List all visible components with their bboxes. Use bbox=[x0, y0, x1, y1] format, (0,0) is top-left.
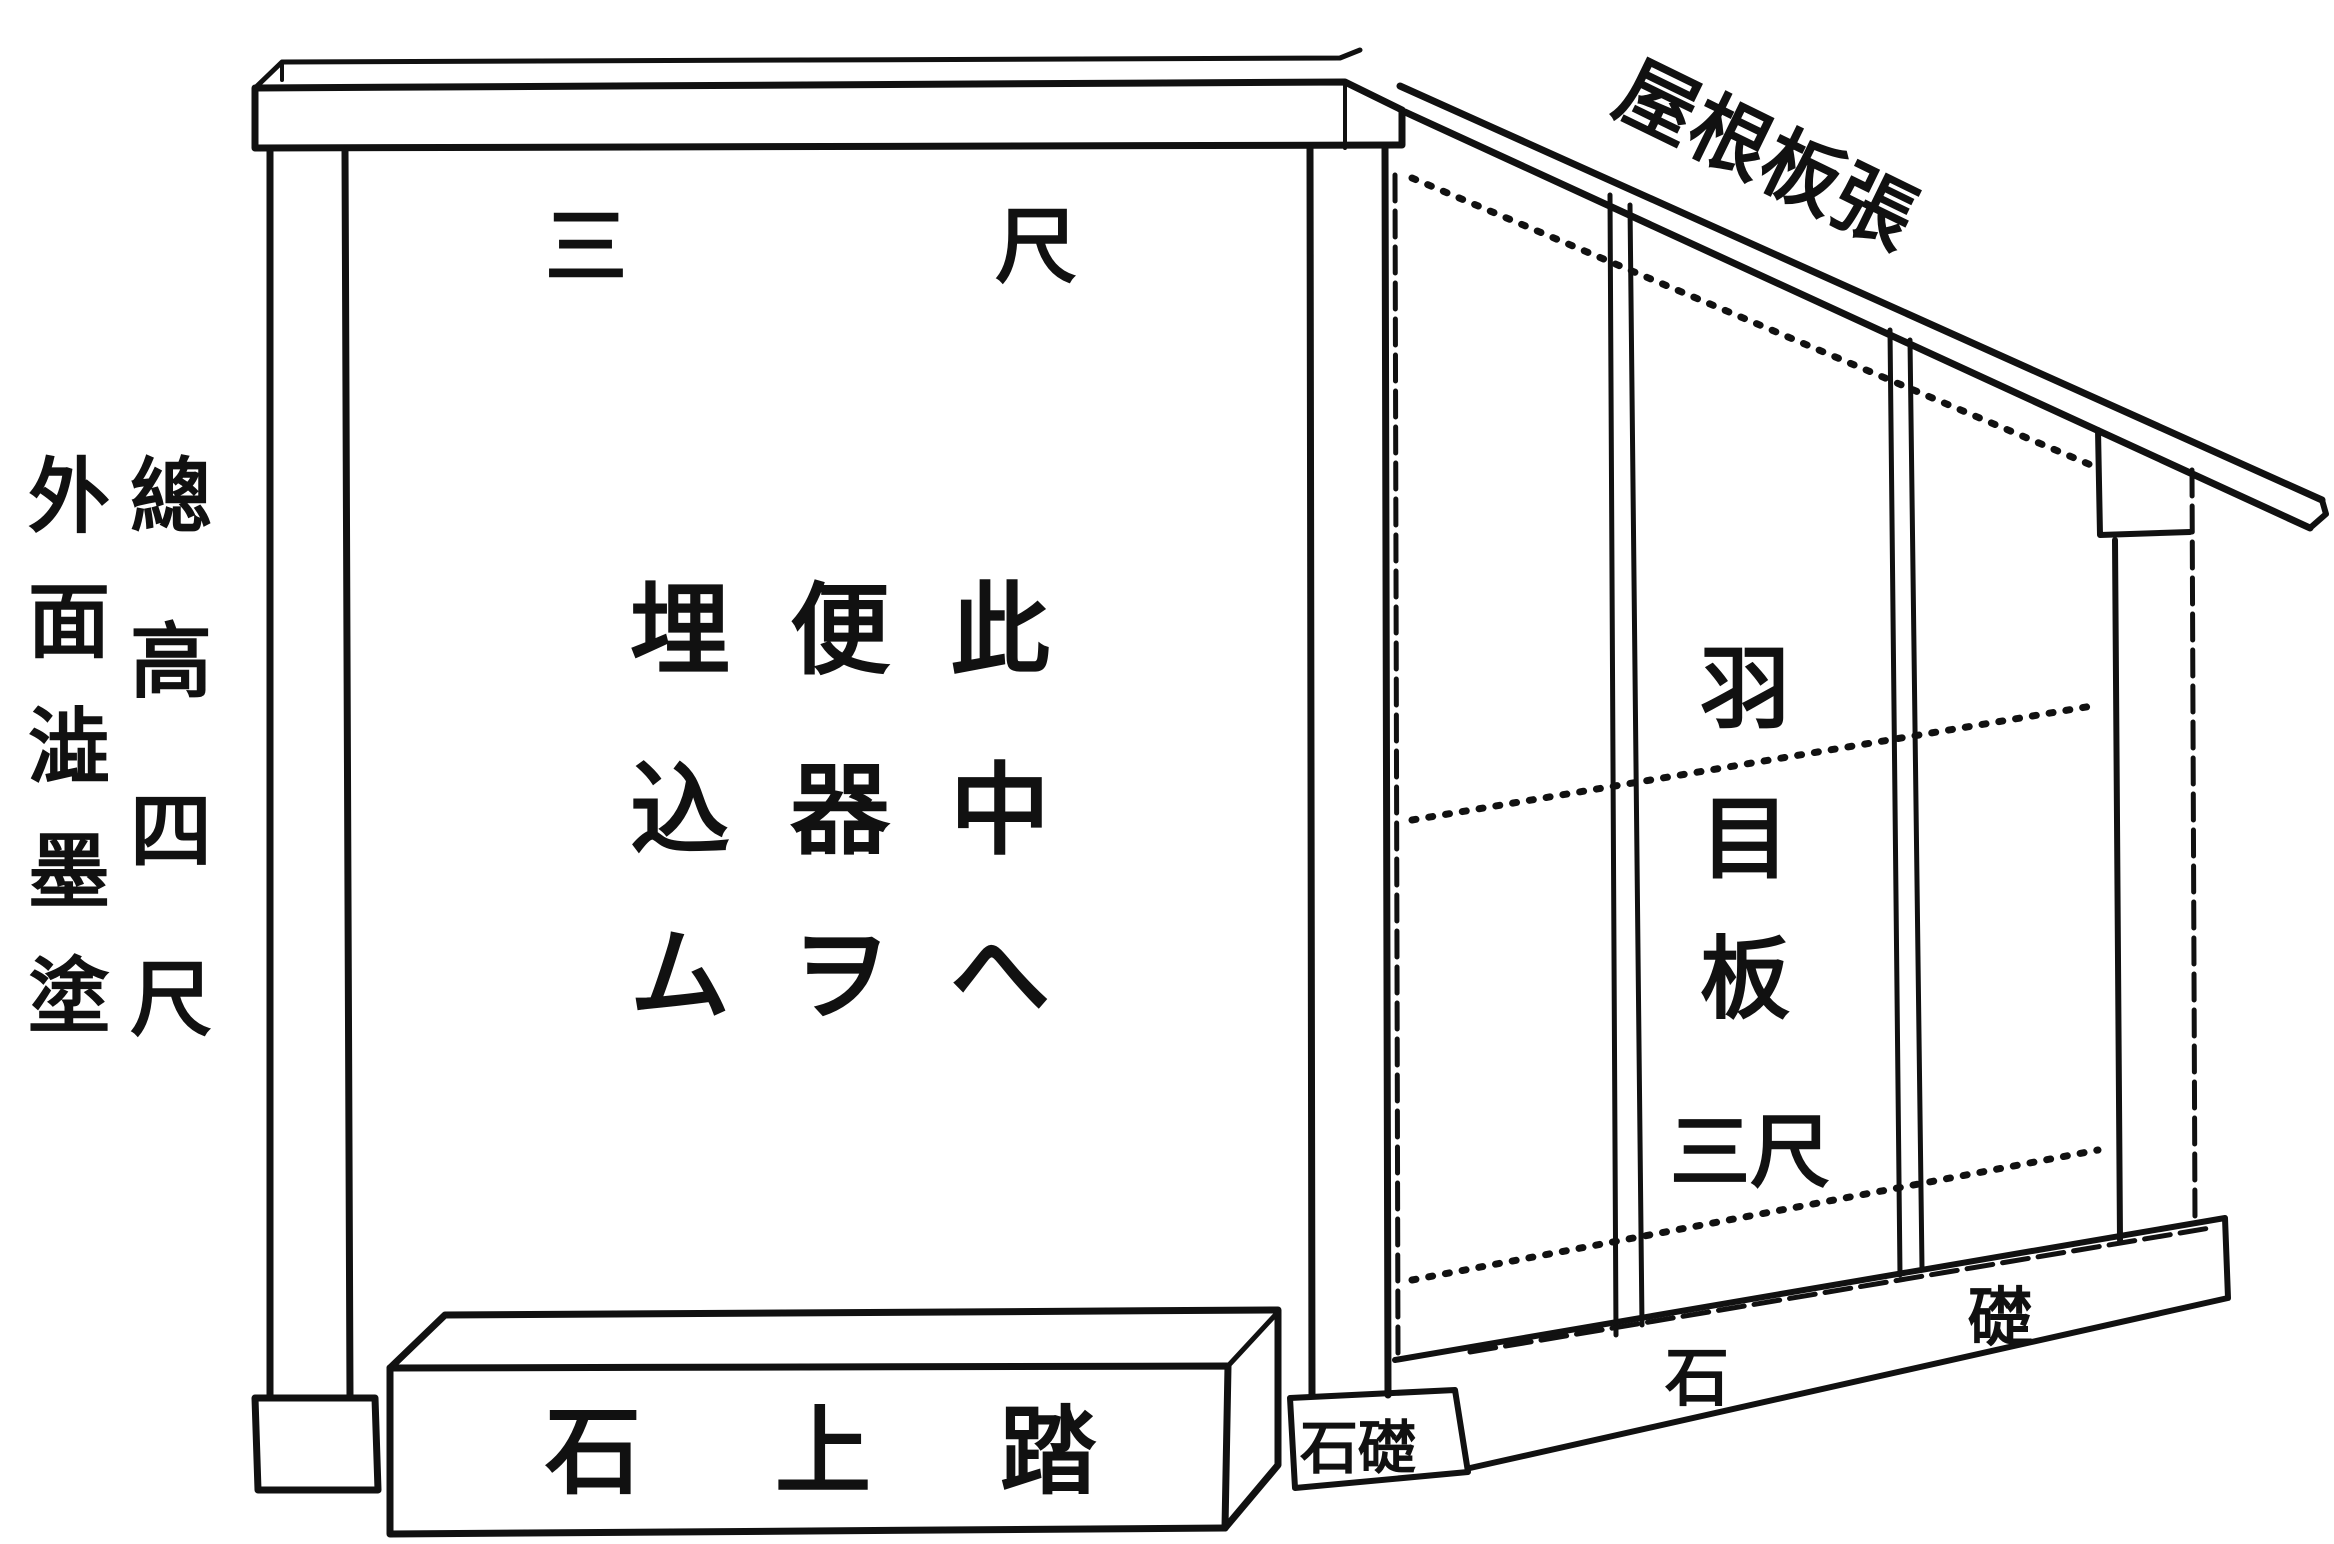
corner-stone-label: 石礎 bbox=[1300, 1414, 1416, 1482]
step-stone-3: 踏 bbox=[1000, 1395, 1097, 1508]
base-stone-1: 石 bbox=[1665, 1341, 1729, 1416]
exterior-2: 面 bbox=[28, 574, 110, 670]
exterior-5: 塗 bbox=[28, 949, 110, 1045]
total-height-2: 高 bbox=[130, 614, 212, 710]
side-board-3: 板 bbox=[1700, 926, 1790, 1032]
exterior-3: 澁 bbox=[28, 699, 110, 795]
note-c2-2: 器 bbox=[790, 751, 891, 869]
exterior-1: 外 bbox=[28, 449, 110, 545]
total-height-4: 尺 bbox=[130, 952, 212, 1048]
roof-edge bbox=[1396, 82, 2329, 532]
exterior-4: 墨 bbox=[28, 824, 110, 920]
note-c1-3: へ bbox=[950, 916, 1050, 1034]
front-wall bbox=[251, 47, 1406, 1494]
step-stone-2: 上 bbox=[775, 1395, 871, 1508]
front-dim-shaku: 尺 bbox=[995, 199, 1077, 295]
side-board-1: 羽 bbox=[1700, 636, 1790, 742]
side-dim: 三尺 bbox=[1670, 1105, 1830, 1199]
total-height-1: 總 bbox=[130, 449, 212, 545]
total-height-3: 四 bbox=[130, 784, 212, 880]
note-c1-2: 中 bbox=[950, 751, 1050, 869]
note-c2-3: ヲ bbox=[790, 916, 890, 1034]
step-stone bbox=[386, 1306, 1282, 1538]
base-stone-2: 礎 bbox=[1968, 1281, 2032, 1356]
front-dim-3: 三 bbox=[545, 199, 627, 295]
note-c3-3: ム bbox=[630, 916, 730, 1034]
side-wall bbox=[1287, 172, 2231, 1491]
note-c3-1: 埋 bbox=[630, 571, 730, 689]
roof-label-1: 屋根板張 bbox=[1602, 43, 1931, 268]
note-c1-1: 此 bbox=[950, 571, 1050, 689]
side-board-2: 目 bbox=[1700, 786, 1790, 892]
note-c3-2: 込 bbox=[630, 751, 730, 869]
note-c2-1: 便 bbox=[790, 571, 891, 689]
step-stone-1: 石 bbox=[545, 1395, 641, 1508]
